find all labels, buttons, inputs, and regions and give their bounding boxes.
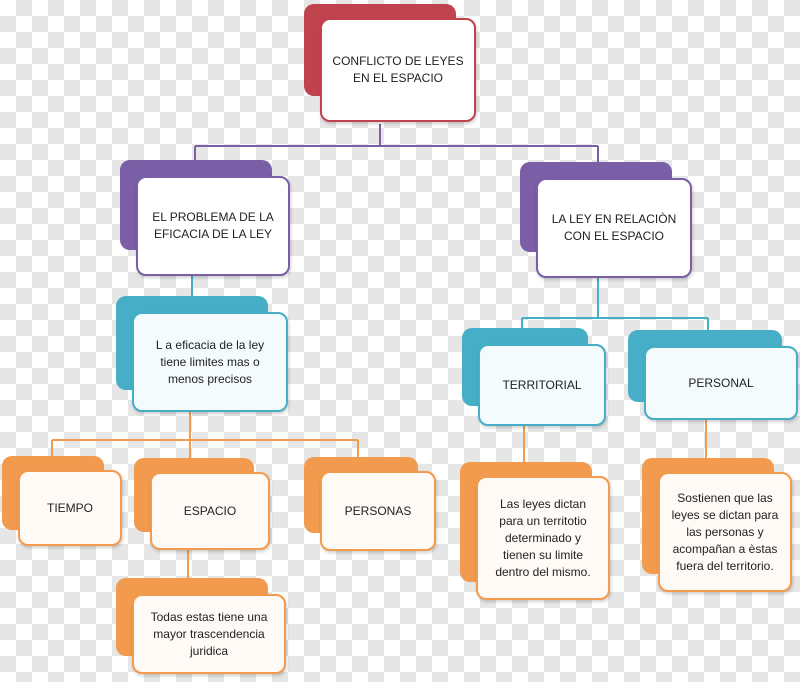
node-espacio-label: ESPACIO (183, 503, 237, 518)
node-espacio: ESPACIO (134, 458, 270, 550)
node-ley-relacion-espacio-label: LA LEY EN RELACIÒN CON EL ESPACIO (551, 212, 677, 243)
node-problema-eficacia: EL PROBLEMA DE LA EFICACIA DE LA LEY (120, 160, 290, 276)
node-personas: PERSONAS (304, 457, 436, 551)
node-trascendencia: Todas estas tiene una mayor trascendenci… (116, 578, 286, 674)
node-ley-relacion-espacio: LA LEY EN RELACIÒN CON EL ESPACIO (520, 162, 692, 278)
node-conflicto-de-leyes: CONFLICTO DE LEYES EN EL ESPACIO (304, 4, 476, 124)
node-territorial: TERRITORIAL (462, 328, 606, 426)
node-territorio-descripcion: Las leyes dictan para un territotio dete… (460, 462, 610, 600)
node-eficacia: L a eficacia de la ley tiene limites mas… (116, 296, 288, 412)
node-personas-label: PERSONAS (344, 503, 412, 518)
node-personal-label: PERSONAL (688, 375, 754, 390)
node-personal: PERSONAL (628, 330, 800, 420)
node-eficacia-label: L a eficacia de la ley tiene limites mas… (155, 337, 265, 386)
node-personal-descripcion-label: Sostienen que las leyes se dictan para l… (671, 490, 779, 573)
node-personal-descripcion: Sostienen que las leyes se dictan para l… (642, 458, 792, 592)
node-territorio-descripcion-label: Las leyes dictan para un territotio dete… (495, 496, 591, 579)
connector-root (194, 124, 599, 162)
node-territorial-label: TERRITORIAL (502, 377, 582, 392)
connector-relacion (521, 276, 709, 330)
node-conflicto-de-leyes-label: CONFLICTO DE LEYES EN EL ESPACIO (332, 54, 464, 85)
node-problema-eficacia-label: EL PROBLEMA DE LA EFICACIA DE LA LEY (152, 210, 274, 241)
node-tiempo: TIEMPO (2, 456, 122, 546)
node-tiempo-label: TIEMPO (46, 500, 93, 515)
node-trascendencia-label: Todas estas tiene una mayor trascendenci… (150, 609, 268, 658)
connector-eficacia (51, 410, 359, 458)
